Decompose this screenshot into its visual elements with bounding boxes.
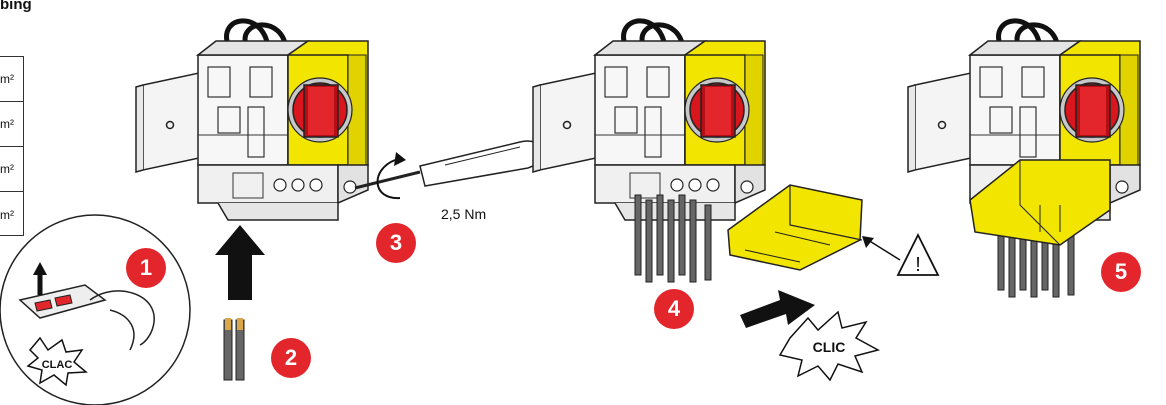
pointer-arrow-icon	[862, 236, 874, 248]
step-2-badge: 2	[271, 338, 311, 378]
step-5-badge: 5	[1101, 252, 1141, 292]
cable-pair-icon	[223, 318, 245, 381]
cable-section-table: m² m² m² m²	[0, 56, 24, 236]
step-3-badge: 3	[376, 223, 416, 263]
clic-burst-text: CLIC	[813, 339, 846, 355]
table-row: m²	[0, 147, 23, 192]
terminal-cover-icon	[727, 184, 863, 271]
screwdriver-icon	[354, 140, 544, 200]
table-row: m²	[0, 57, 23, 102]
torque-label: 2,5 Nm	[441, 206, 486, 222]
fitted-cover-icon	[969, 159, 1111, 246]
slide-arrow-icon	[740, 290, 815, 328]
step1-closeup-icon: CLAC	[0, 214, 191, 405]
table-row: m²	[0, 102, 23, 147]
clac-burst-icon	[26, 336, 88, 387]
rotate-arrow-icon	[394, 152, 406, 166]
step-1-badge: 1	[126, 248, 166, 288]
clic-burst-icon: CLIC	[778, 310, 881, 382]
warning-icon: !	[896, 232, 940, 276]
diagram-title: bing	[0, 0, 32, 13]
step-4-badge: 4	[654, 289, 694, 329]
svg-text:!: !	[915, 254, 921, 276]
clac-burst-text: CLAC	[42, 359, 73, 371]
insert-arrow-icon	[215, 225, 265, 300]
table-row: m²	[0, 207, 14, 222]
